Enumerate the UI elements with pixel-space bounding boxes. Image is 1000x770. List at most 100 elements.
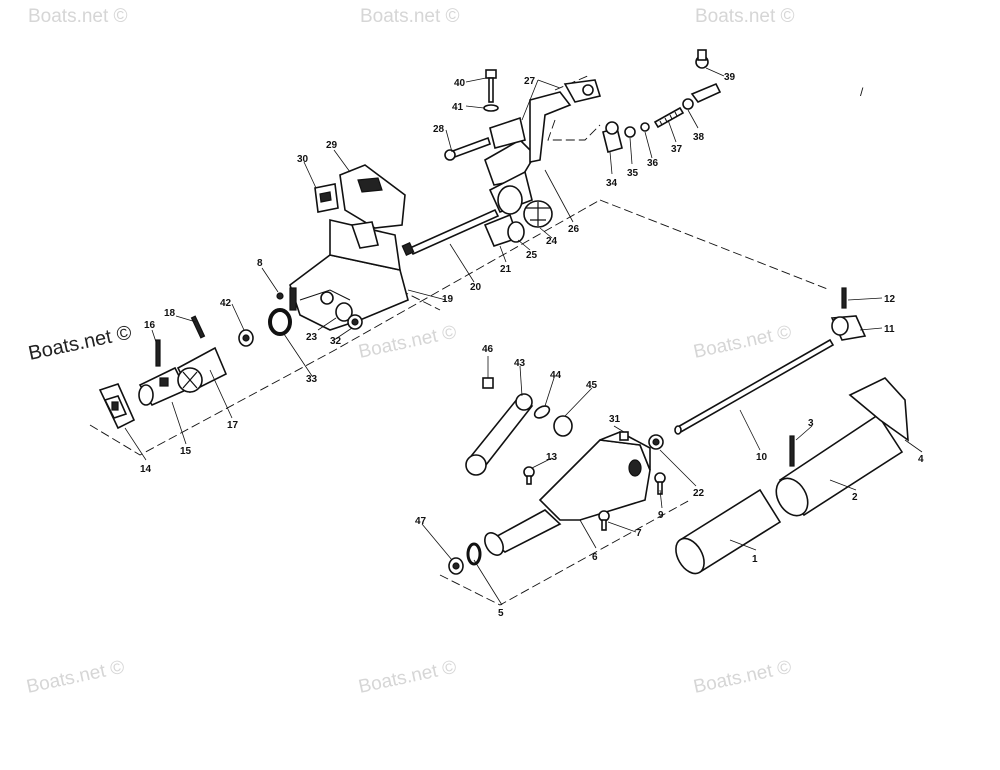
rod-37 bbox=[653, 106, 685, 129]
pin-16 bbox=[155, 339, 161, 367]
callout-labels: 1 2 3 4 5 6 7 8 9 10 11 12 13 14 15 16 1… bbox=[140, 72, 924, 619]
pin-12 bbox=[841, 287, 847, 309]
washer-47 bbox=[448, 557, 464, 575]
callout-43: 43 bbox=[514, 358, 526, 369]
callout-28: 28 bbox=[433, 124, 445, 135]
callout-37: 37 bbox=[671, 144, 683, 155]
tube-1 bbox=[675, 488, 782, 575]
callout-10: 10 bbox=[756, 452, 768, 463]
callout-27: 27 bbox=[524, 76, 536, 87]
callout-46: 46 bbox=[482, 344, 494, 355]
clip-34 bbox=[602, 121, 623, 153]
callout-41: 41 bbox=[452, 102, 464, 113]
callout-44: 44 bbox=[550, 370, 562, 381]
tube-2 bbox=[775, 413, 904, 517]
callout-16: 16 bbox=[144, 320, 156, 331]
callout-2: 2 bbox=[852, 492, 858, 503]
lever-43 bbox=[465, 393, 534, 476]
yoke-26 bbox=[484, 139, 537, 215]
link-39 bbox=[690, 49, 722, 103]
shaft-18 bbox=[674, 338, 835, 435]
callout-34: 34 bbox=[606, 178, 618, 189]
washer-33 bbox=[268, 308, 292, 336]
link-44 bbox=[533, 405, 551, 419]
washer-36 bbox=[640, 122, 650, 132]
callout-25: 25 bbox=[526, 250, 538, 261]
washer-41 bbox=[483, 104, 499, 112]
callout-32: 32 bbox=[330, 336, 342, 347]
callout-19: 19 bbox=[442, 294, 454, 305]
callout-21: 21 bbox=[500, 264, 512, 275]
nut-38 bbox=[682, 98, 694, 110]
watermark: Boats.net © bbox=[360, 6, 460, 27]
watermark: Boats.net © bbox=[692, 322, 794, 363]
washer-23 bbox=[335, 302, 353, 322]
clamp-top-26b bbox=[489, 116, 526, 149]
callout-22: 22 bbox=[693, 488, 705, 499]
bolt-9 bbox=[654, 472, 666, 495]
housing-6 bbox=[484, 431, 651, 556]
bushing-25 bbox=[507, 221, 525, 243]
washer-45 bbox=[553, 415, 573, 437]
watermark: Boats.net © bbox=[28, 6, 128, 27]
bolt-40 bbox=[485, 69, 497, 103]
shaft-20 bbox=[401, 208, 500, 256]
pin-3 bbox=[789, 435, 795, 467]
watermark: Boats.net © bbox=[695, 6, 795, 27]
callout-11: 11 bbox=[884, 324, 895, 335]
lever-27 bbox=[529, 79, 602, 163]
bolt-31 bbox=[619, 431, 629, 441]
bolt-46 bbox=[482, 377, 494, 389]
callout-14: 14 bbox=[140, 464, 152, 475]
callout-6: 6 bbox=[592, 552, 598, 563]
gear-24 bbox=[523, 200, 553, 228]
callout-26: 26 bbox=[568, 224, 580, 235]
nut-42 bbox=[238, 329, 254, 347]
callout-17: 17 bbox=[227, 420, 239, 431]
block-30 bbox=[314, 183, 339, 213]
gear-17 bbox=[176, 346, 228, 394]
callout-30: 30 bbox=[297, 154, 309, 165]
callout-13: 13 bbox=[546, 452, 558, 463]
callout-47: 47 bbox=[415, 516, 427, 527]
callout-9: 9 bbox=[658, 510, 664, 521]
guide-line-lower-right bbox=[439, 499, 691, 606]
callout-3: 3 bbox=[808, 418, 814, 429]
callout-23: 23 bbox=[306, 332, 318, 343]
clamp-11 bbox=[830, 315, 867, 341]
callout-1: 1 bbox=[752, 554, 758, 565]
callout-12: 12 bbox=[884, 294, 896, 305]
callout-15: 15 bbox=[180, 446, 192, 457]
callout-7: 7 bbox=[636, 528, 642, 539]
leader-lines bbox=[124, 67, 923, 606]
callout-5: 5 bbox=[498, 608, 504, 619]
guide-line-to-tube bbox=[599, 199, 831, 291]
callout-45: 45 bbox=[586, 380, 598, 391]
callout-4: 4 bbox=[918, 454, 924, 465]
bolt-13 bbox=[523, 466, 535, 485]
bolt-7 bbox=[598, 510, 610, 531]
callout-29: 29 bbox=[326, 140, 338, 151]
stray-mark: / bbox=[860, 85, 864, 99]
nut-35 bbox=[624, 126, 636, 138]
callout-31: 31 bbox=[609, 414, 621, 425]
end-cap-14 bbox=[98, 383, 136, 430]
pin-18 bbox=[190, 315, 206, 339]
guide-line-lower-left bbox=[89, 199, 601, 456]
watermark-main: Boats.net © bbox=[26, 322, 133, 365]
callout-33: 33 bbox=[306, 374, 318, 385]
arm-28-bolt bbox=[444, 136, 492, 161]
nut-22 bbox=[648, 434, 664, 450]
callout-8: 8 bbox=[257, 258, 263, 269]
pin-8 bbox=[276, 292, 284, 300]
sleeve-4 bbox=[848, 377, 909, 442]
callout-42: 42 bbox=[220, 298, 232, 309]
watermark: Boats.net © bbox=[692, 657, 794, 698]
callout-24: 24 bbox=[546, 236, 558, 247]
callout-35: 35 bbox=[627, 168, 639, 179]
callout-20: 20 bbox=[470, 282, 482, 293]
watermark: Boats.net © bbox=[357, 322, 459, 363]
callout-40: 40 bbox=[454, 78, 466, 89]
callout-18: 18 bbox=[164, 308, 176, 319]
